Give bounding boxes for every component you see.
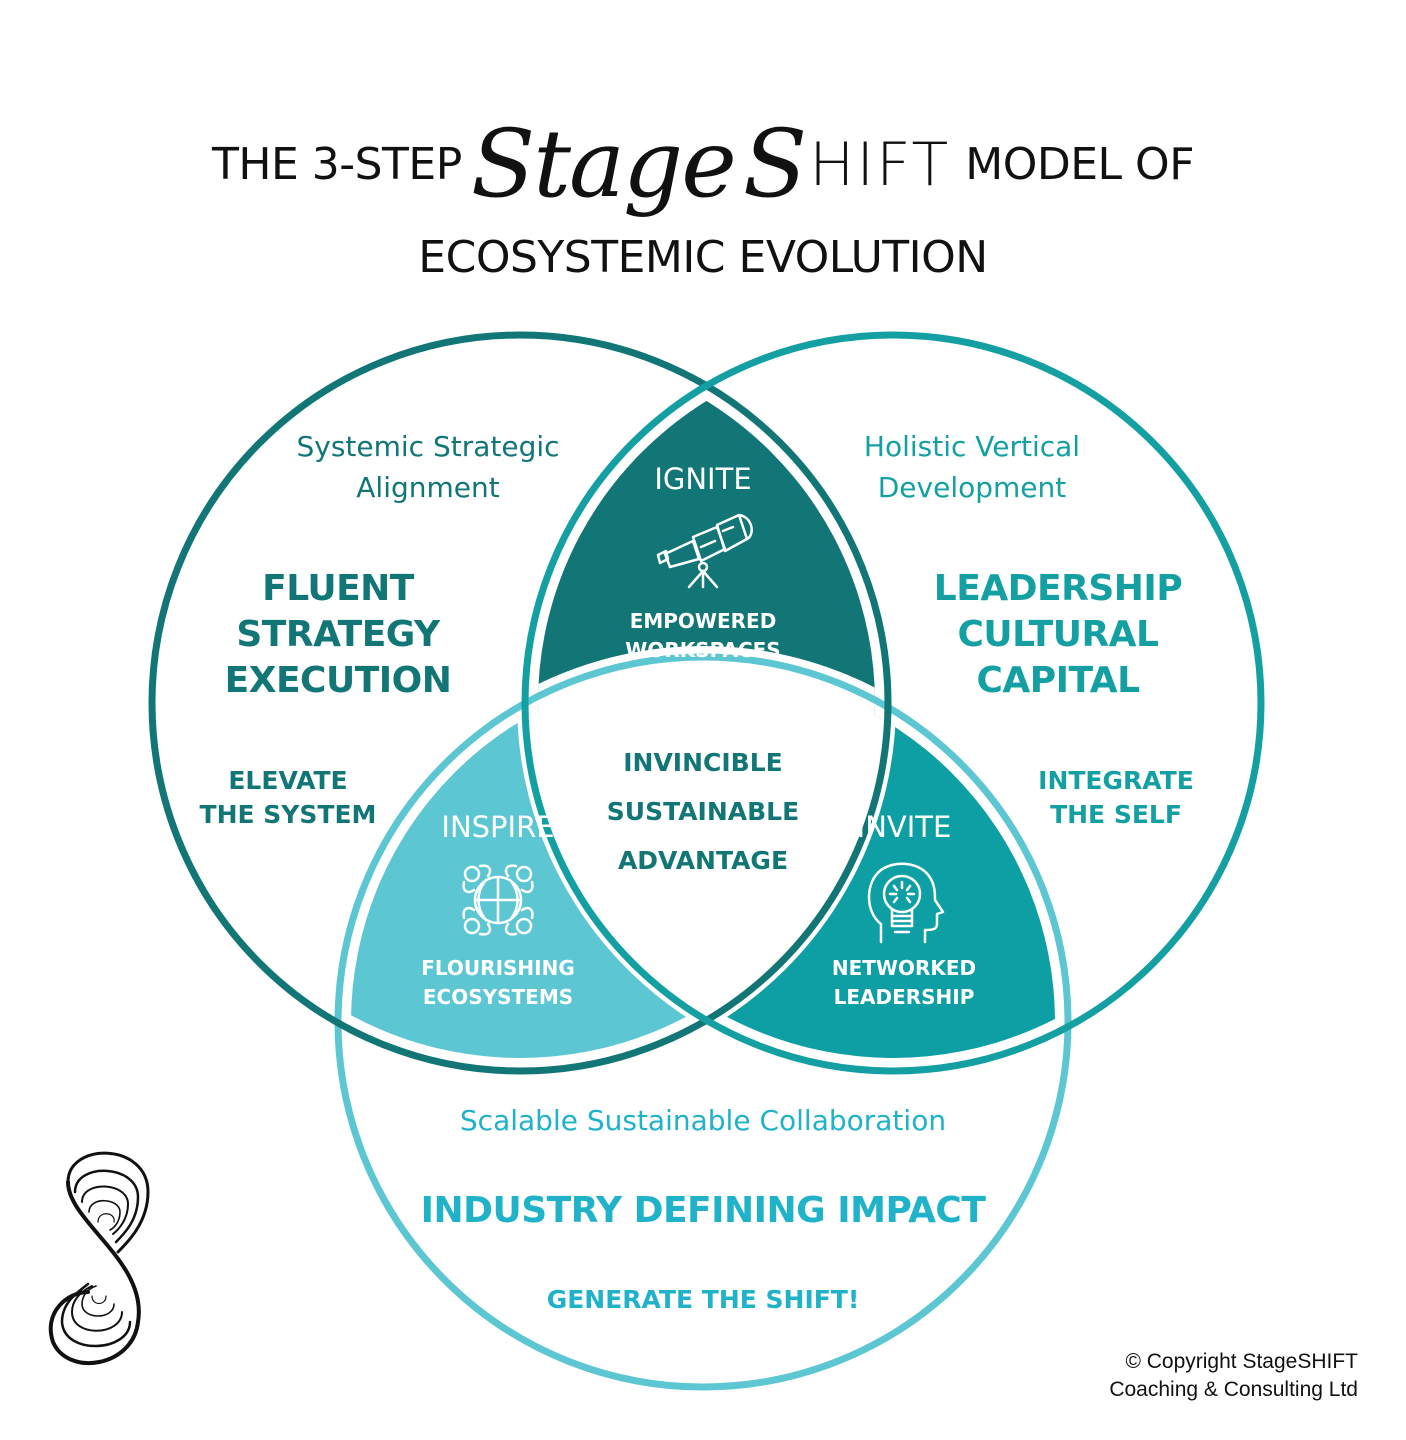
brand-script-s: S xyxy=(742,110,807,219)
left-action-line: THE SYSTEM xyxy=(199,800,377,829)
center-line: INVINCIBLE xyxy=(623,748,783,777)
center-line: ADVANTAGE xyxy=(617,846,789,875)
copyright-line: Coaching & Consulting Ltd xyxy=(1109,1378,1358,1401)
right-action: INTEGRATE THE SELF xyxy=(1006,764,1226,832)
left-subtitle-line: Systemic Strategic xyxy=(296,430,560,463)
title-line-1: THE 3-STEP StageSHIFT MODEL OF xyxy=(0,110,1406,219)
left-outcome-line: EXECUTION xyxy=(224,660,452,701)
bottom-subtitle: Scalable Sustainable Collaboration xyxy=(459,1104,947,1137)
right-outcome-line: CULTURAL xyxy=(957,614,1159,655)
invite-label: INVITE xyxy=(856,810,952,844)
left-action: ELEVATE THE SYSTEM xyxy=(178,764,398,832)
right-action-line: INTEGRATE xyxy=(1038,766,1194,795)
left-outcome-line: FLUENT xyxy=(262,568,414,609)
left-outcome-line: STRATEGY xyxy=(236,614,440,655)
right-outcome-line: LEADERSHIP xyxy=(933,568,1183,609)
inspire-result-line: ECOSYSTEMS xyxy=(422,985,574,1009)
title-prefix: THE 3-STEP xyxy=(211,139,462,190)
invite-result-line: NETWORKED xyxy=(831,956,977,980)
left-subtitle-line: Alignment xyxy=(356,471,500,504)
left-circle xyxy=(148,331,892,1075)
ignite-result: EMPOWERED WORKSPACES xyxy=(583,607,823,665)
ignite-label: IGNITE xyxy=(654,462,752,496)
right-outcome-line: CAPITAL xyxy=(976,660,1140,701)
right-subtitle-line: Holistic Vertical xyxy=(863,430,1081,463)
stageshift-logo-icon xyxy=(48,1151,150,1365)
title-suffix: MODEL OF xyxy=(965,139,1194,190)
invite-result-line: LEADERSHIP xyxy=(833,985,975,1009)
left-subtitle: Systemic Strategic Alignment xyxy=(258,426,598,508)
right-subtitle: Holistic Vertical Development xyxy=(812,426,1132,508)
ignite-result-line: WORKSPACES xyxy=(625,638,781,662)
center-line: SUSTAINABLE xyxy=(606,797,800,826)
lightbulb-head-icon xyxy=(867,862,945,944)
center-advantage: INVINCIBLE SUSTAINABLE ADVANTAGE xyxy=(553,738,853,885)
copyright-line: © Copyright StageSHIFT xyxy=(1125,1350,1358,1373)
ignite-result-line: EMPOWERED xyxy=(629,609,777,633)
inspire-result-line: FLOURISHING xyxy=(421,956,575,980)
right-subtitle-line: Development xyxy=(877,471,1067,504)
bottom-action: GENERATE THE SHIFT! xyxy=(546,1285,860,1314)
brand-thin-hift: HIFT xyxy=(809,129,951,200)
right-circle xyxy=(521,331,1265,1075)
team-network-icon xyxy=(462,864,534,936)
title-line-2: ECOSYSTEMIC EVOLUTION xyxy=(418,232,988,283)
telescope-icon xyxy=(656,513,753,589)
copyright-notice: © Copyright StageSHIFT Coaching & Consul… xyxy=(1109,1348,1358,1404)
inspire-label: INSPIRE xyxy=(441,810,555,844)
invite-result: NETWORKED LEADERSHIP xyxy=(784,954,1024,1012)
right-outcome: LEADERSHIP CULTURAL CAPITAL xyxy=(908,566,1208,704)
left-action-line: ELEVATE xyxy=(228,766,348,795)
bottom-outcome: INDUSTRY DEFINING IMPACT xyxy=(420,1190,986,1231)
left-outcome: FLUENT STRATEGY EXECUTION xyxy=(188,566,488,704)
brand-script-stage: Stage xyxy=(470,110,737,219)
right-action-line: THE SELF xyxy=(1050,800,1182,829)
inspire-result: FLOURISHING ECOSYSTEMS xyxy=(378,954,618,1012)
